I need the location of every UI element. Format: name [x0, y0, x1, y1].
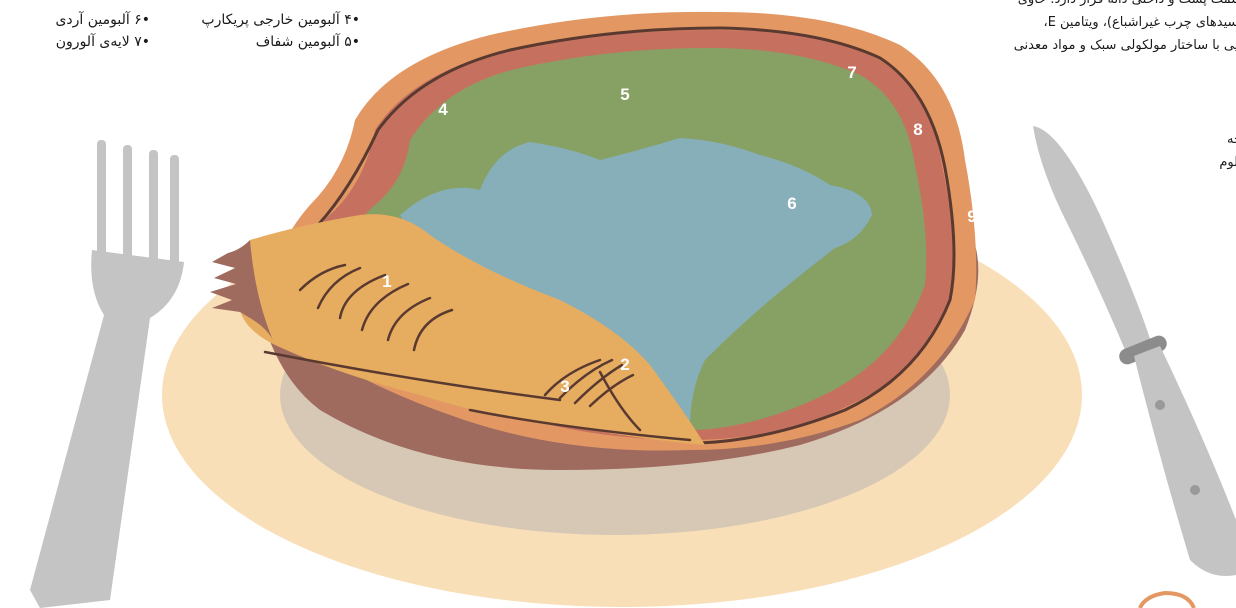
legend-item-6: •۶ آلبومین آردی: [10, 9, 150, 31]
side-note: چه تلوم: [1219, 128, 1236, 174]
marker-6: 6: [787, 194, 796, 213]
marker-4: 4: [438, 100, 448, 119]
side-note-line-1: چه: [1219, 128, 1236, 151]
description-line-1: سمت پشت و داخلی دانه قرار دارد. حاوی: [1014, 0, 1236, 11]
legend-item-5: •۵ آلبومین شفاف: [160, 31, 360, 53]
legend-left: •۶ آلبومین آردی •۷ لایه‌ی آلورون: [10, 9, 150, 53]
corner-circle-icon: [1140, 593, 1194, 608]
description-text: سمت پشت و داخلی دانه قرار دارد. حاوی اسی…: [1014, 0, 1236, 57]
marker-1: 1: [382, 272, 391, 291]
legend-item-7: •۷ لایه‌ی آلورون: [10, 31, 150, 53]
marker-8: 8: [913, 120, 922, 139]
marker-2: 2: [620, 355, 629, 374]
marker-7: 7: [847, 63, 856, 82]
legend-item-4: •۴ آلبومین خارجی پریکارپ: [160, 9, 360, 31]
marker-3: 3: [560, 377, 569, 396]
fork-icon: [30, 140, 184, 608]
side-note-line-2: تلوم: [1219, 151, 1236, 174]
legend-middle: •۴ آلبومین خارجی پریکارپ •۵ آلبومین شفاف: [160, 9, 360, 53]
marker-9: 9: [967, 207, 976, 226]
description-line-2: اسیدهای چرب غیراشباع)، ویتامین E،: [1014, 11, 1236, 34]
marker-5: 5: [620, 85, 629, 104]
description-line-3: ایی با ساختار مولکولی سبک و مواد معدنی: [1014, 34, 1236, 57]
